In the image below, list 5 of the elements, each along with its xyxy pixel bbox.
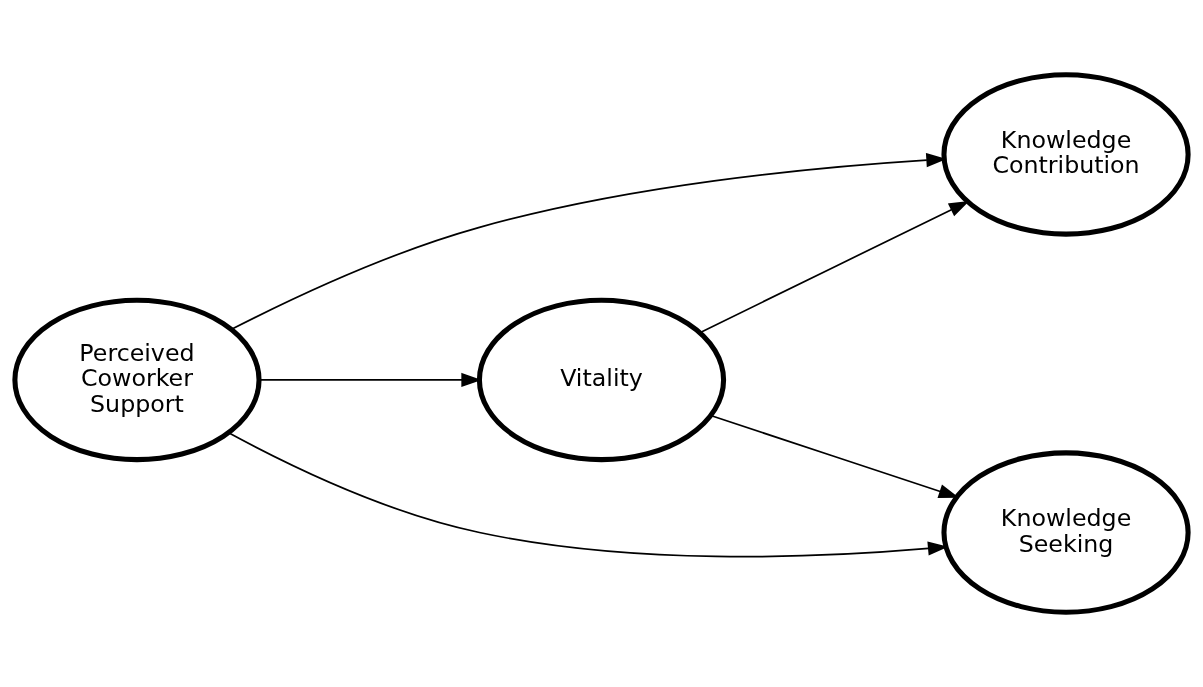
node-ellipse: Vitality	[476, 297, 727, 463]
node-ellipse: Knowledge Seeking	[941, 450, 1191, 615]
node-ellipse: Perceived Coworker Support	[12, 297, 262, 463]
arrow	[699, 200, 970, 334]
node-ellipse: Knowledge Contribution	[941, 72, 1191, 237]
